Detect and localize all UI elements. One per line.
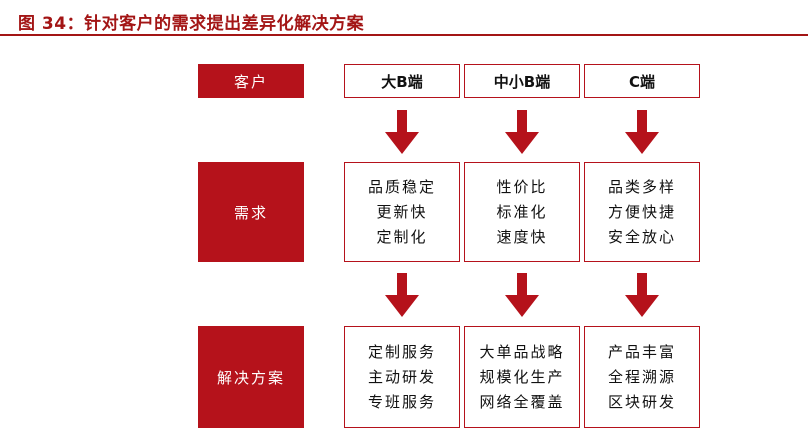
solution-line: 网络全覆盖	[479, 392, 565, 411]
demand-line: 标准化	[496, 202, 548, 221]
down-arrow-icon	[625, 110, 659, 154]
row-label-solution: 解决方案	[198, 326, 304, 428]
demand-line: 性价比	[496, 177, 548, 196]
solution-box-small-medium-b: 大单品战略 规模化生产 网络全覆盖	[464, 326, 580, 428]
solution-box-large-b: 定制服务 主动研发 专班服务	[344, 326, 460, 428]
demand-line: 速度快	[496, 227, 548, 246]
solution-line: 主动研发	[367, 367, 436, 386]
demand-line: 定制化	[376, 227, 428, 246]
demand-line: 方便快捷	[607, 202, 676, 221]
column-header-small-medium-b: 中小B端	[464, 64, 580, 98]
demand-line: 安全放心	[607, 227, 676, 246]
down-arrow-icon	[625, 273, 659, 317]
down-arrow-icon	[505, 110, 539, 154]
figure-title: 图 34：针对客户的需求提出差异化解决方案	[18, 14, 365, 34]
solution-line: 区块研发	[607, 392, 676, 411]
demand-line: 品类多样	[607, 177, 676, 196]
demand-box-c: 品类多样 方便快捷 安全放心	[584, 162, 700, 262]
solution-line: 定制服务	[367, 342, 436, 361]
demand-line: 更新快	[376, 202, 428, 221]
solution-line: 产品丰富	[607, 342, 676, 361]
row-label-demand: 需求	[198, 162, 304, 262]
solution-line: 规模化生产	[479, 367, 565, 386]
solution-line: 大单品战略	[479, 342, 565, 361]
column-header-large-b: 大B端	[344, 64, 460, 98]
solution-line: 全程溯源	[607, 367, 676, 386]
solution-line: 专班服务	[367, 392, 436, 411]
column-header-c: C端	[584, 64, 700, 98]
down-arrow-icon	[505, 273, 539, 317]
demand-line: 品质稳定	[367, 177, 436, 196]
solution-box-c: 产品丰富 全程溯源 区块研发	[584, 326, 700, 428]
down-arrow-icon	[385, 110, 419, 154]
demand-box-large-b: 品质稳定 更新快 定制化	[344, 162, 460, 262]
row-label-customer: 客户	[198, 64, 304, 98]
down-arrow-icon	[385, 273, 419, 317]
title-divider	[0, 34, 808, 36]
demand-box-small-medium-b: 性价比 标准化 速度快	[464, 162, 580, 262]
